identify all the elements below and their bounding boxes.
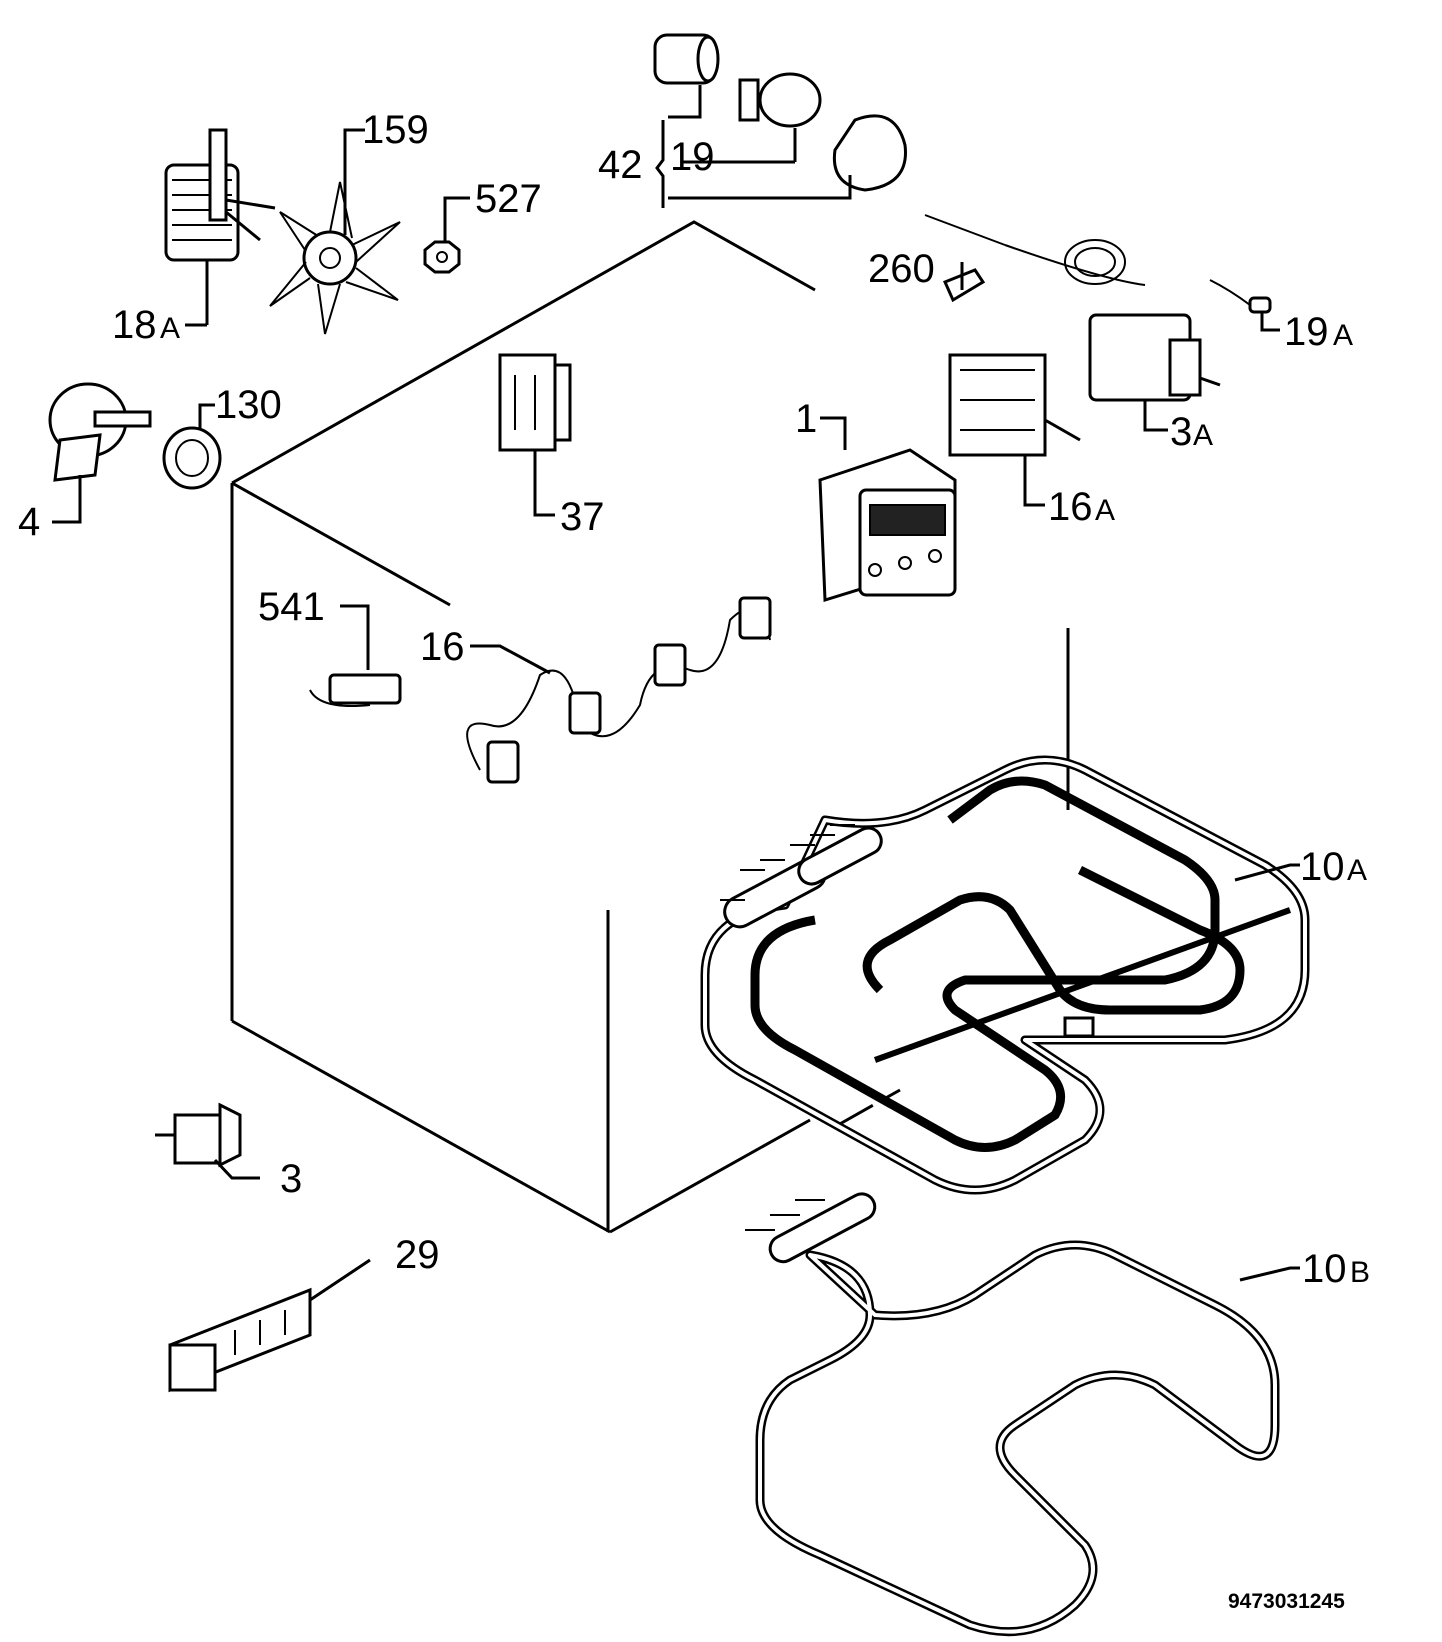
callout-527: 527 xyxy=(475,177,542,221)
callout-19a-number: 19 xyxy=(1284,310,1329,354)
callout-16a-number: 16 xyxy=(1048,485,1093,529)
callout-18a-number: 18 xyxy=(112,303,157,347)
cooling-fan-motor-part xyxy=(48,382,152,524)
electronic-timer-part xyxy=(818,416,957,603)
callout-19a-suffix: A xyxy=(1333,319,1353,352)
callout-541: 541 xyxy=(258,585,325,629)
callout-10b-suffix: B xyxy=(1350,1256,1370,1289)
lamp-assembly-part xyxy=(653,33,907,208)
callout-19: 19 xyxy=(670,135,715,179)
callout-10a-suffix: A xyxy=(1347,854,1367,887)
callout-16a-suffix: A xyxy=(1095,494,1115,527)
grill-heating-element-part xyxy=(700,755,1310,1195)
wiring-harness-part xyxy=(466,596,772,784)
callout-4: 4 xyxy=(18,500,40,544)
thermostat-part xyxy=(924,214,1221,432)
callout-3a-number: 3 xyxy=(1170,410,1192,454)
temperature-sensor-part xyxy=(1209,279,1280,332)
callout-130: 130 xyxy=(215,383,282,427)
bottom-heating-element-part xyxy=(745,1192,1300,1637)
relay-part xyxy=(155,1102,260,1180)
callout-29: 29 xyxy=(395,1233,440,1277)
callout-10b-number: 10 xyxy=(1302,1247,1347,1291)
drawing-number: 9473031245 xyxy=(1228,1590,1345,1613)
lamp-holder-part xyxy=(309,604,402,707)
callout-3: 3 xyxy=(280,1157,302,1201)
fan-blade-part xyxy=(269,128,401,335)
callout-37: 37 xyxy=(560,495,605,539)
selector-switch-part xyxy=(948,353,1081,507)
ignition-module-part xyxy=(168,1258,371,1393)
grommet-part xyxy=(162,403,222,490)
callout-16: 16 xyxy=(420,625,465,669)
fan-motor-part xyxy=(164,128,276,327)
door-latch-part xyxy=(498,353,572,517)
callout-159: 159 xyxy=(362,108,429,152)
callout-18a-suffix: A xyxy=(160,312,180,345)
probe-clip-part xyxy=(942,262,986,303)
callout-42: 42 xyxy=(598,143,643,187)
callout-labels: 159 527 42 19 18 A 260 19 A 130 4 1 3 A … xyxy=(18,108,1370,1291)
nut-part xyxy=(423,196,470,274)
callout-1: 1 xyxy=(795,397,817,441)
callout-260: 260 xyxy=(868,247,935,291)
oven-cavity xyxy=(230,220,1070,1234)
callout-3a-suffix: A xyxy=(1193,419,1213,452)
callout-10a-number: 10 xyxy=(1300,845,1345,889)
